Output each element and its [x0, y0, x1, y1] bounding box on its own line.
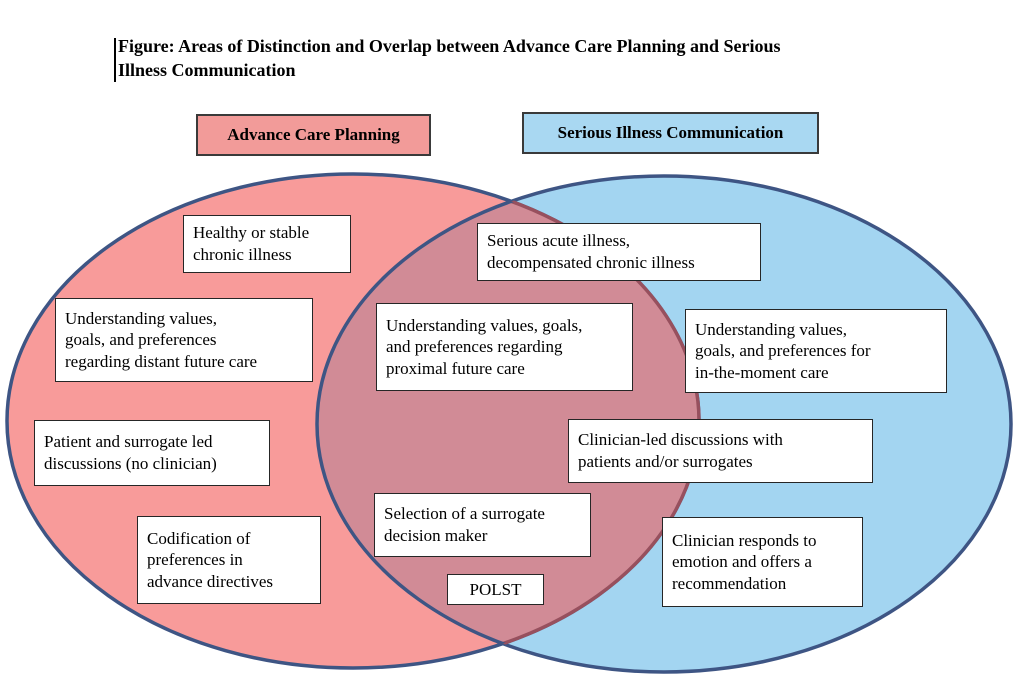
- label-codification-advance-directives: Codification of preferences in advance d…: [137, 516, 321, 604]
- legend-advance-care-planning: Advance Care Planning: [196, 114, 431, 156]
- text-cursor: [114, 38, 116, 82]
- label-healthy-stable-chronic-illness: Healthy or stable chronic illness: [183, 215, 351, 273]
- label-proximal-future-care: Understanding values, goals, and prefere…: [376, 303, 633, 391]
- label-clinician-led-discussions: Clinician-led discussions with patients …: [568, 419, 873, 483]
- label-clinician-responds-emotion: Clinician responds to emotion and offers…: [662, 517, 863, 607]
- label-patient-surrogate-led-discussions: Patient and surrogate led discussions (n…: [34, 420, 270, 486]
- label-polst: POLST: [447, 574, 544, 605]
- figure-title: Figure: Areas of Distinction and Overlap…: [118, 36, 781, 80]
- label-distant-future-care: Understanding values, goals, and prefere…: [55, 298, 313, 382]
- label-in-the-moment-care: Understanding values, goals, and prefere…: [685, 309, 947, 393]
- label-surrogate-decision-maker: Selection of a surrogate decision maker: [374, 493, 591, 557]
- legend-serious-illness-communication: Serious Illness Communication: [522, 112, 819, 154]
- label-serious-acute-illness: Serious acute illness, decompensated chr…: [477, 223, 761, 281]
